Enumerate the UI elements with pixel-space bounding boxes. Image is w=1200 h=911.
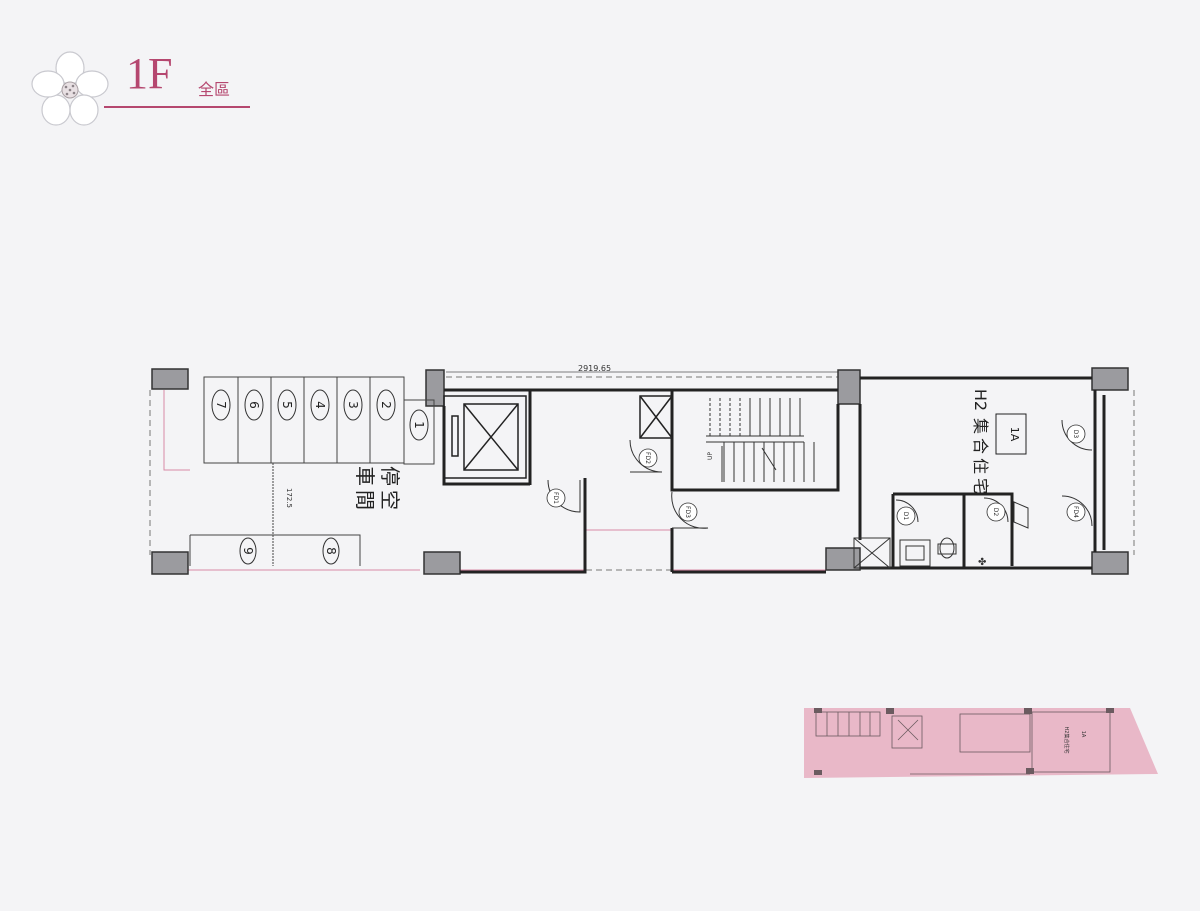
parking-stall-number: 7 [214,401,228,409]
door-tag [638,448,658,468]
parking-stall-marker [376,389,396,421]
svg-text:車: 車 [353,466,377,486]
door-tag [678,502,698,522]
elevator-shaft [443,395,527,479]
door-tag [986,502,1006,522]
parking-stall-number: 3 [346,401,360,409]
door-tag-label: FD1 [552,492,559,504]
unit-label: H2 集 合 住 宅 [971,389,990,494]
door-tag [546,488,566,508]
parking-area [189,376,435,566]
door-tag-label: FD3 [684,506,691,518]
door-tag-label: D2 [992,508,999,517]
key-plan-unit-label: H2集合住宅 [1063,727,1070,754]
door-tag [1066,424,1086,444]
parking-stall-number: 6 [247,401,261,409]
parking-stall-number: 8 [324,547,338,555]
door-tag-label: D1 [902,512,909,521]
svg-text:空: 空 [378,490,402,510]
parking-label: 停 車 空 間 [353,466,402,510]
floor-subtitle: 全區 [198,80,231,99]
flower-logo-icon [31,51,109,126]
bathroom-fixtures [853,501,1029,569]
door-tag [896,506,916,526]
parking-stall-number: 2 [379,401,393,409]
stair-up-label: UP [707,452,714,460]
dimension-top-label: 2919.65 [578,364,611,373]
parking-stall-number: 4 [313,401,327,409]
parking-stall-marker [310,389,330,421]
parking-stall-number: 5 [280,401,294,409]
parking-stall-number: 1 [412,421,426,429]
key-plan: H2集合住宅 1A [804,708,1158,778]
svg-text:宅: 宅 [971,478,990,494]
dimension-side-label: 172.5 [285,488,293,508]
parking-stall-marker [322,537,340,565]
door-tag-label: FD2 [644,452,651,464]
door-tag-label: D3 [1072,430,1079,439]
door-tag [1066,502,1086,522]
svg-text:停: 停 [378,466,402,486]
unit-tag-box [995,413,1027,455]
key-plan-unit-tag: 1A [1080,731,1086,738]
svg-text:合: 合 [971,438,990,454]
parking-stall-number: 9 [241,547,255,555]
svg-text:H2: H2 [971,389,990,411]
staircase [706,398,815,482]
parking-stall-marker [239,537,257,565]
structural-columns [151,367,1129,575]
parking-stall-marker [277,389,297,421]
svg-text:住: 住 [971,458,990,474]
property-line [163,377,846,571]
walls [442,376,1106,574]
duct-shaft [639,395,673,439]
unit-tag: 1A [1008,427,1021,442]
key-plan-highlight [804,708,1158,778]
svg-text:間: 間 [353,490,377,510]
parking-stall-marker [409,409,429,441]
header-rule [104,106,250,108]
door-tag-label: FD4 [1072,506,1079,518]
svg-text:集: 集 [971,418,990,434]
floor-title: 1F [126,49,173,98]
parking-stall-marker [343,389,363,421]
parking-stall-marker [211,389,231,421]
drain-icon: ✤ [978,557,986,568]
parking-stall-marker [244,389,264,421]
